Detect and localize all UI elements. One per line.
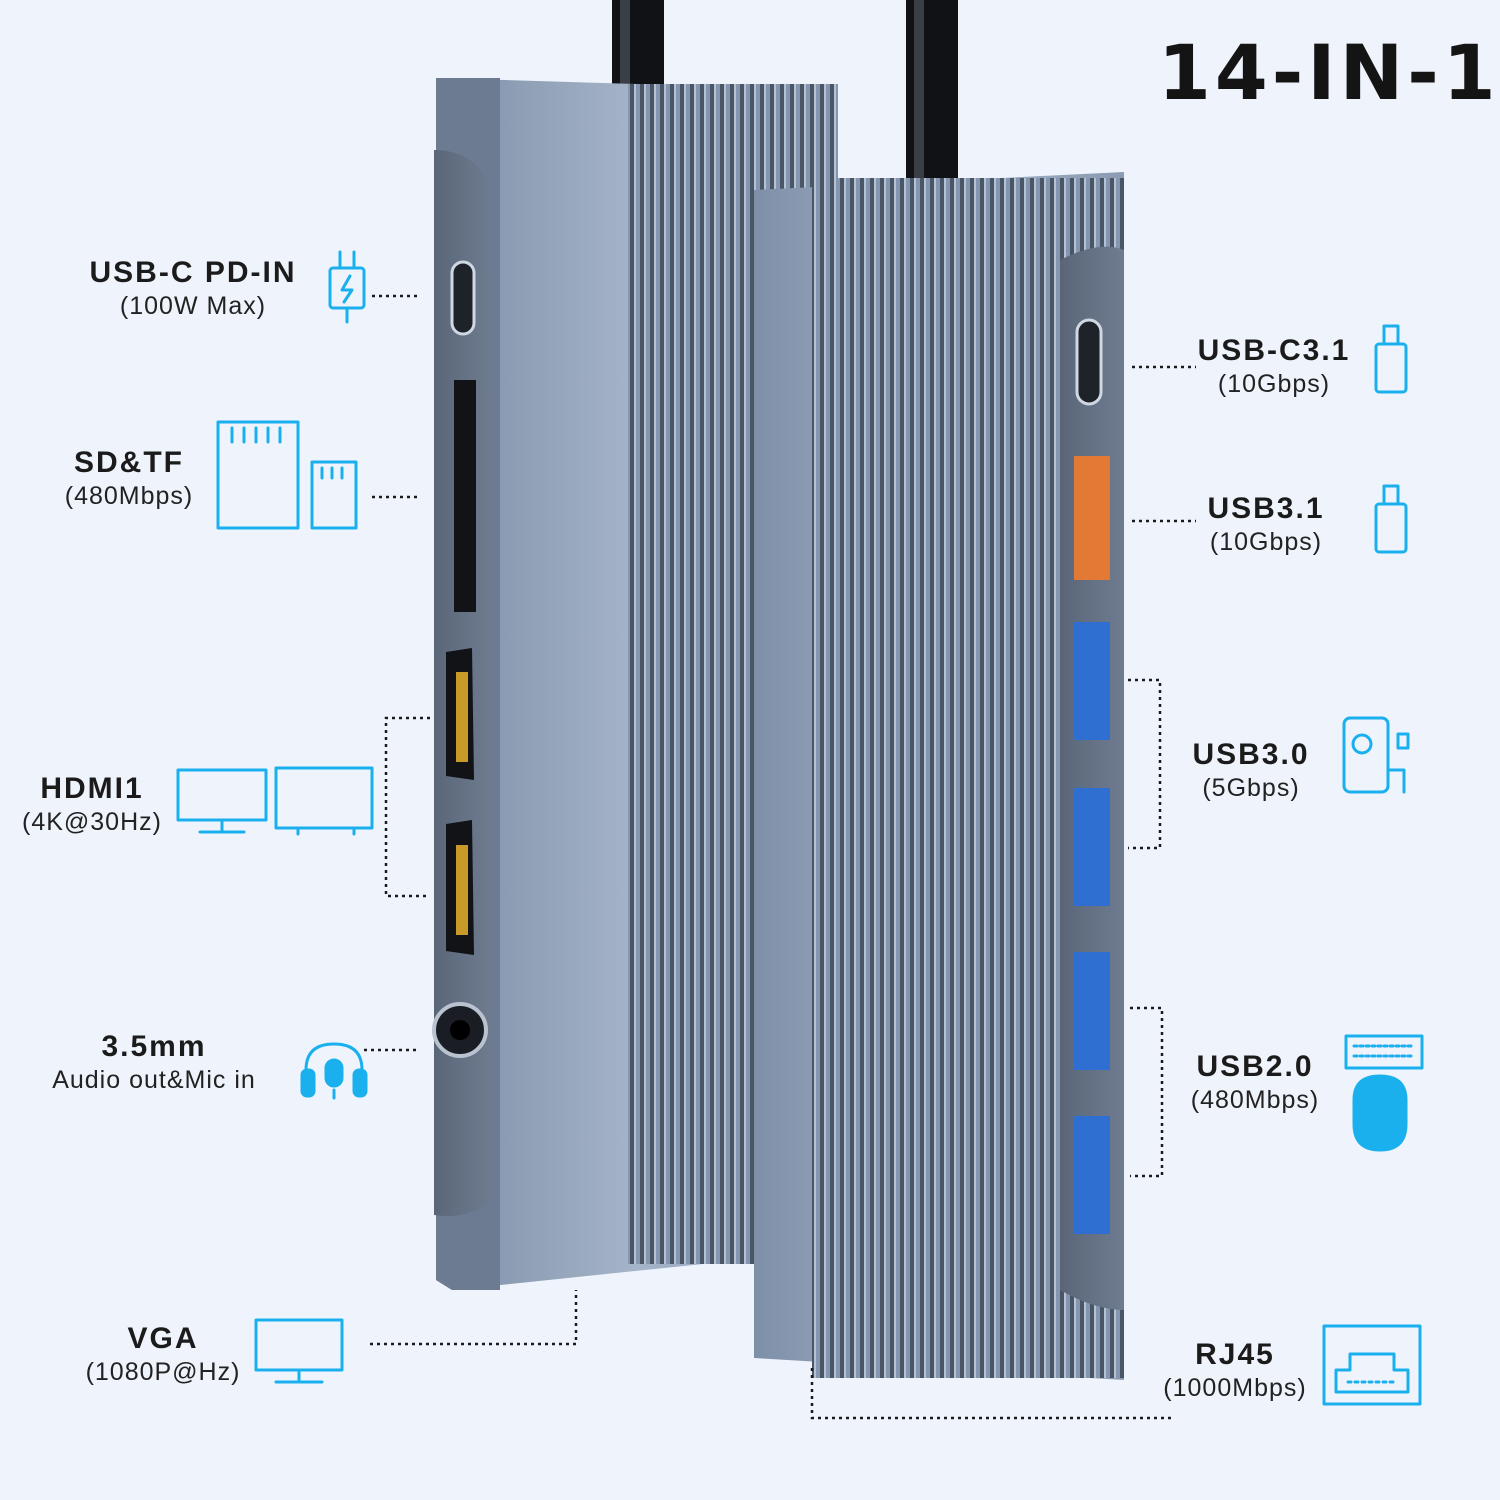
- port-spec: (1080P@Hz): [85, 1358, 241, 1386]
- port-name: USB3.1: [1207, 492, 1325, 525]
- left-port-column: [432, 260, 488, 1058]
- port-name: HDMI1: [40, 772, 144, 805]
- port-name: RJ45: [1195, 1338, 1275, 1371]
- label-usb20: USB2.0 (480Mbps): [1180, 1050, 1330, 1115]
- port-spec: Audio out&Mic in: [52, 1066, 256, 1094]
- usb-c-charger-icon: [328, 250, 366, 324]
- external-drive-icon: [1342, 716, 1410, 794]
- port-spec: (10Gbps): [1217, 370, 1331, 398]
- port-spec: (5Gbps): [1202, 774, 1300, 802]
- port-name: VGA: [127, 1322, 199, 1355]
- keyboard-mouse-icon: [1344, 1034, 1424, 1152]
- label-sd-tf: SD&TF (480Mbps): [54, 446, 204, 511]
- sd-tf-card-icon: [216, 420, 358, 530]
- port-name: 3.5mm: [101, 1030, 207, 1063]
- right-port-column: [1074, 318, 1110, 1234]
- port-spec: (480Mbps): [1190, 1086, 1320, 1114]
- dual-monitor-icon: [176, 766, 374, 836]
- label-rj45: RJ45 (1000Mbps): [1154, 1338, 1316, 1403]
- port-spec: (10Gbps): [1209, 528, 1323, 556]
- hub-front-body: [754, 172, 1124, 1380]
- cables: [612, 0, 958, 180]
- label-usb30: USB3.0 (5Gbps): [1176, 738, 1326, 803]
- port-name: USB-C3.1: [1197, 334, 1351, 367]
- port-spec: (480Mbps): [64, 482, 194, 510]
- monitor-icon: [254, 1318, 344, 1384]
- label-usb31: USB3.1 (10Gbps): [1196, 492, 1336, 557]
- label-vga: VGA (1080P@Hz): [76, 1322, 250, 1387]
- leader-lines: [364, 294, 1196, 1420]
- port-name: USB-C PD-IN: [89, 256, 297, 289]
- port-spec: (100W Max): [119, 292, 267, 320]
- usb-c-drive-icon: [1374, 324, 1408, 394]
- label-audio: 3.5mm Audio out&Mic in: [20, 1030, 288, 1095]
- label-usb-c31: USB-C3.1 (10Gbps): [1190, 334, 1358, 399]
- usb-drive-icon: [1374, 484, 1408, 554]
- label-usb-c-pd-in: USB-C PD-IN (100W Max): [70, 256, 316, 321]
- ethernet-icon: [1322, 1324, 1422, 1406]
- port-name: USB3.0: [1192, 738, 1310, 771]
- port-name: USB2.0: [1196, 1050, 1314, 1083]
- label-hdmi1: HDMI1 (4K@30Hz): [10, 772, 174, 837]
- port-name: SD&TF: [74, 446, 184, 479]
- port-spec: (4K@30Hz): [22, 808, 162, 836]
- headset-icon: [300, 1042, 368, 1100]
- port-spec: (1000Mbps): [1163, 1374, 1307, 1402]
- page-title: 14-IN-1: [1158, 28, 1500, 117]
